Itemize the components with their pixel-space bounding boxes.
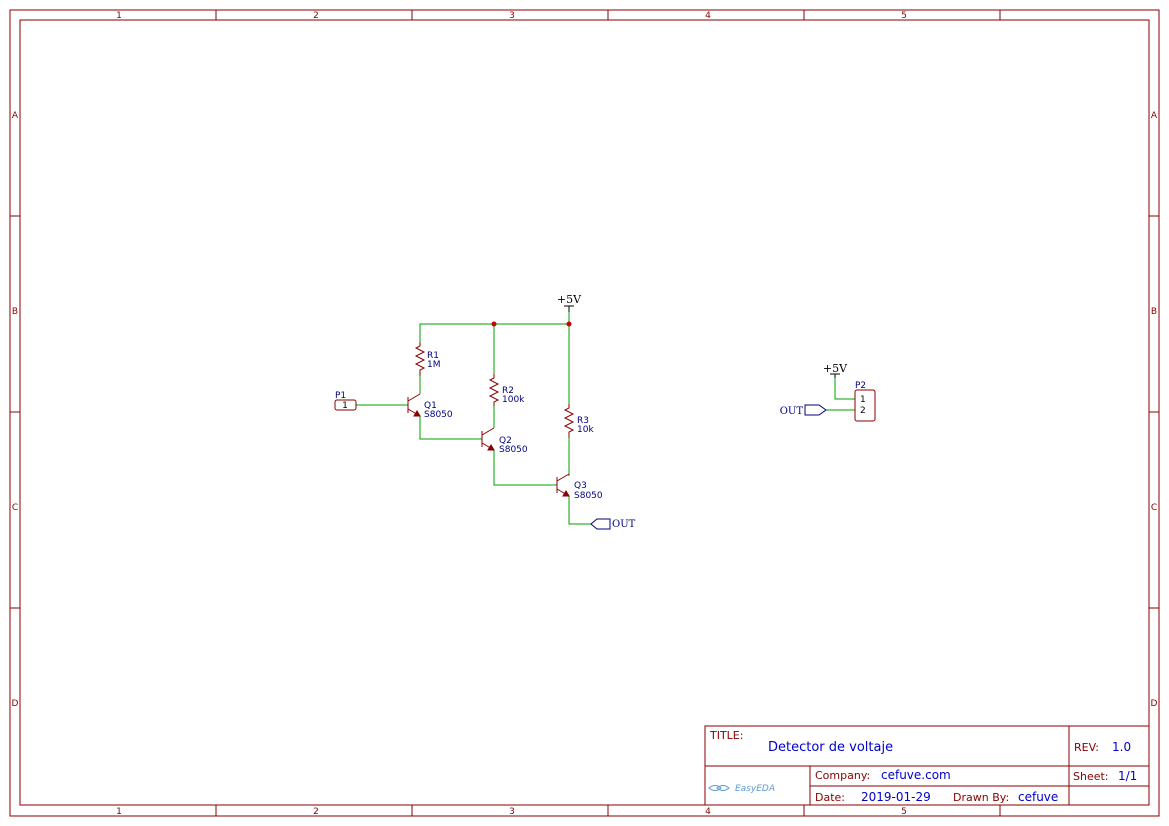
resistor-r2[interactable]: R2 100k <box>488 374 525 406</box>
row-label-right-a: A <box>1151 111 1158 121</box>
row-label-right-c: C <box>1151 503 1157 513</box>
row-label-left-a: A <box>12 111 19 121</box>
col-label-top-4: 4 <box>705 11 711 21</box>
q1-value: S8050 <box>424 410 453 420</box>
q2-value: S8050 <box>499 445 528 455</box>
resistor-r1[interactable]: R1 1M <box>414 342 441 376</box>
drawn-by-value: cefuve <box>1018 790 1058 804</box>
col-label-bottom-1: 1 <box>116 807 122 817</box>
col-label-bottom-4: 4 <box>705 807 711 817</box>
r1-ref: R1 <box>427 351 439 361</box>
rev-label: REV: <box>1074 741 1099 754</box>
title-label: TITLE: <box>709 729 743 742</box>
row-label-left-c: C <box>12 503 18 513</box>
q2-ref: Q2 <box>499 436 512 446</box>
q3-value: S8050 <box>574 491 603 501</box>
net-label-vcc-1: +5V <box>557 293 582 306</box>
col-label-top-5: 5 <box>901 11 907 21</box>
connector-p2[interactable]: P2 1 2 <box>854 381 876 422</box>
net-port-out-2-label: OUT <box>780 406 804 417</box>
power-symbol-vcc-1: +5V <box>557 293 582 312</box>
logo-text: EasyEDA <box>735 784 775 794</box>
p2-ref: P2 <box>855 381 866 391</box>
sheet-title: Detector de voltaje <box>768 740 893 755</box>
p2-pin-2: 2 <box>860 406 866 416</box>
p1-ref: P1 <box>335 391 346 401</box>
resistor-r3[interactable]: R3 10k <box>563 404 594 438</box>
transistor-q2[interactable]: Q2 S8050 <box>481 427 528 455</box>
easyeda-logo: EasyEDA <box>708 784 775 794</box>
net-port-out-1-label: OUT <box>612 519 636 530</box>
r2-ref: R2 <box>502 386 514 396</box>
transistor-q3[interactable]: Q3 S8050 <box>556 473 603 501</box>
rev-value: 1.0 <box>1112 740 1131 754</box>
p2-pin-1: 1 <box>860 395 866 405</box>
net-port-out-2[interactable]: OUT <box>780 404 827 417</box>
col-label-top-3: 3 <box>509 11 515 21</box>
net-port-out-1[interactable]: OUT <box>590 518 636 530</box>
col-label-bottom-5: 5 <box>901 807 907 817</box>
sheet-label: Sheet: <box>1073 770 1109 783</box>
col-label-bottom-3: 3 <box>509 807 515 817</box>
drawn-by-label: Drawn By: <box>953 791 1009 804</box>
r2-value: 100k <box>502 395 525 405</box>
p1-pin-1: 1 <box>342 401 348 411</box>
power-symbol-vcc-2: +5V <box>823 362 848 378</box>
net-label-vcc-2: +5V <box>823 362 848 375</box>
row-label-right-b: B <box>1151 307 1157 317</box>
col-label-top-2: 2 <box>313 11 319 21</box>
r3-value: 10k <box>577 425 594 435</box>
company-value: cefuve.com <box>881 768 951 782</box>
title-block: TITLE: Detector de voltaje REV: 1.0 Comp… <box>704 725 1150 806</box>
q3-ref: Q3 <box>574 481 587 491</box>
wires <box>356 312 855 525</box>
junction-dot <box>491 321 497 327</box>
company-label: Company: <box>815 769 870 782</box>
row-label-left-d: D <box>12 699 19 709</box>
date-label: Date: <box>815 791 845 804</box>
r3-ref: R3 <box>577 416 589 426</box>
col-label-bottom-2: 2 <box>313 807 319 817</box>
date-value: 2019-01-29 <box>861 790 931 804</box>
row-label-left-b: B <box>12 307 18 317</box>
inner-border <box>19 19 1150 806</box>
q1-ref: Q1 <box>424 401 437 411</box>
connector-p1[interactable]: P1 1 <box>334 391 357 411</box>
r1-value: 1M <box>427 360 441 370</box>
col-label-top-1: 1 <box>116 11 122 21</box>
junction-dot <box>566 321 572 327</box>
outer-border <box>9 9 1160 817</box>
sheet-frame: 1 2 3 4 5 1 2 3 4 5 A B C D A B C D <box>9 9 1160 817</box>
row-label-right-d: D <box>1151 699 1158 709</box>
sheet-value: 1/1 <box>1118 769 1137 783</box>
transistor-q1[interactable]: Q1 S8050 <box>407 393 453 420</box>
